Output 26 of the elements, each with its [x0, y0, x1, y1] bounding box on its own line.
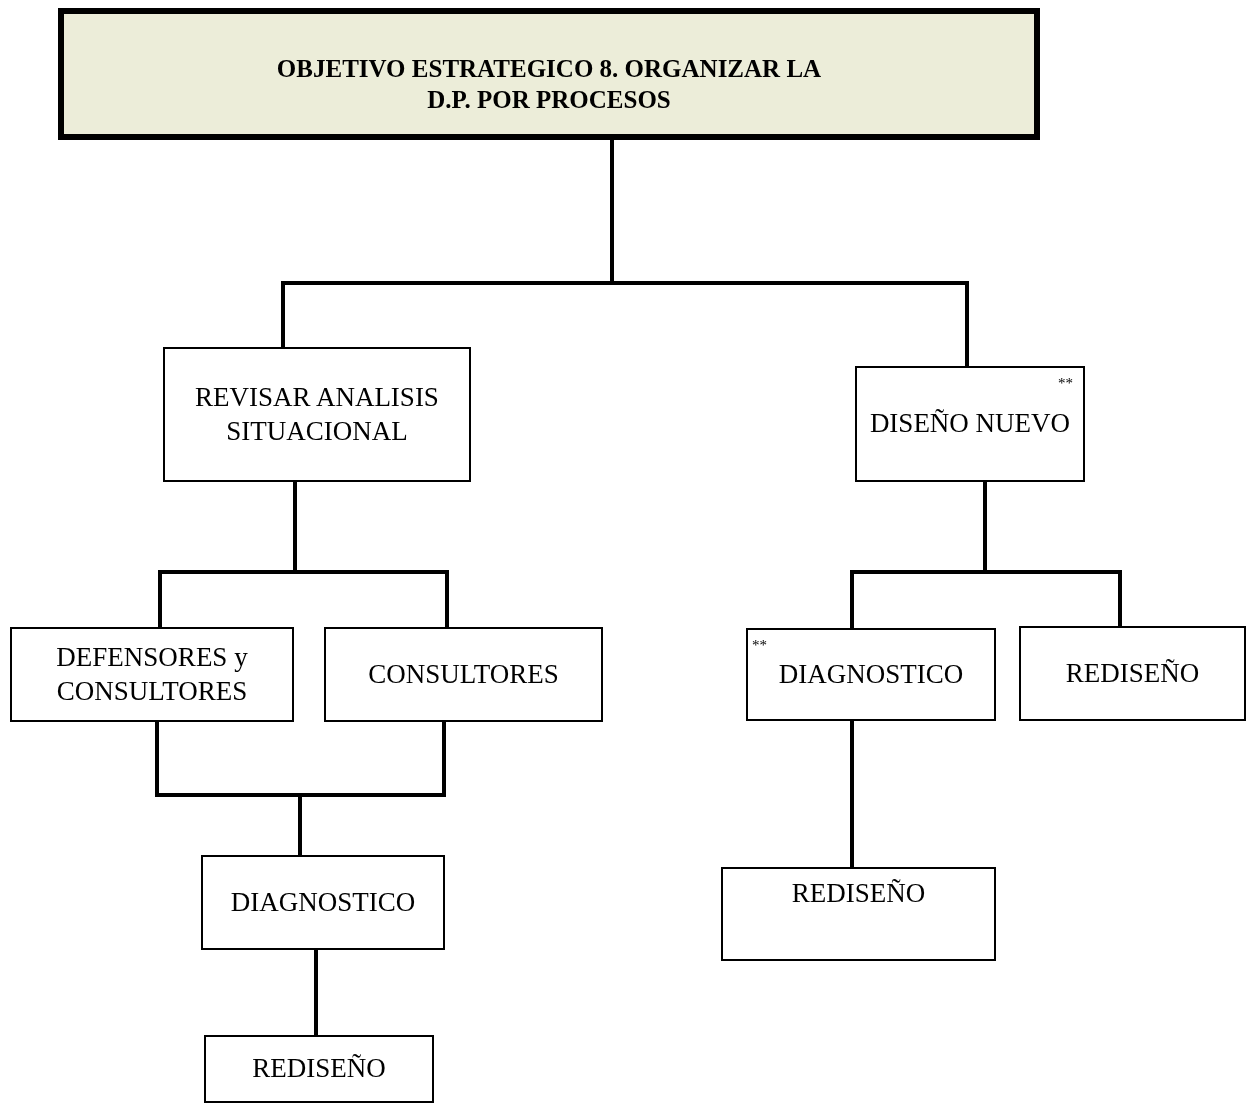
- box-label: REDISEÑO: [251, 1052, 387, 1086]
- box-label: CONSULTORES: [367, 657, 560, 691]
- footnote-mark: **: [752, 638, 767, 653]
- process-box: [721, 867, 996, 961]
- title-text: OBJETIVO ESTRATEGICO 8. ORGANIZAR LA D.P. POR PROCESOS: [275, 53, 823, 115]
- process-box: [10, 627, 294, 722]
- box-label: DIAGNOSTICO: [229, 885, 417, 919]
- box-label: REDISEÑO: [790, 877, 927, 910]
- objective-box: [58, 8, 1040, 140]
- process-box: [746, 628, 996, 721]
- box-label: DIAGNOSTICO: [777, 657, 965, 691]
- process-box: [163, 347, 471, 482]
- footnote-mark: **: [1058, 376, 1073, 391]
- process-box: [855, 366, 1085, 482]
- connector-line: [298, 722, 446, 855]
- process-box: [201, 855, 445, 950]
- box-label: REDISEÑO: [1064, 656, 1201, 690]
- process-box: [204, 1035, 434, 1103]
- box-label: REVISAR ANALISIS SITUACIONAL: [194, 380, 440, 448]
- connector-line: [850, 721, 854, 867]
- connector-line: [314, 950, 318, 1035]
- connector-line: [983, 482, 1122, 626]
- process-box: [324, 627, 603, 722]
- box-label: DISEÑO NUEVO: [868, 407, 1072, 441]
- box-label: DEFENSORES y CONSULTORES: [55, 640, 249, 708]
- process-box: [1019, 626, 1246, 721]
